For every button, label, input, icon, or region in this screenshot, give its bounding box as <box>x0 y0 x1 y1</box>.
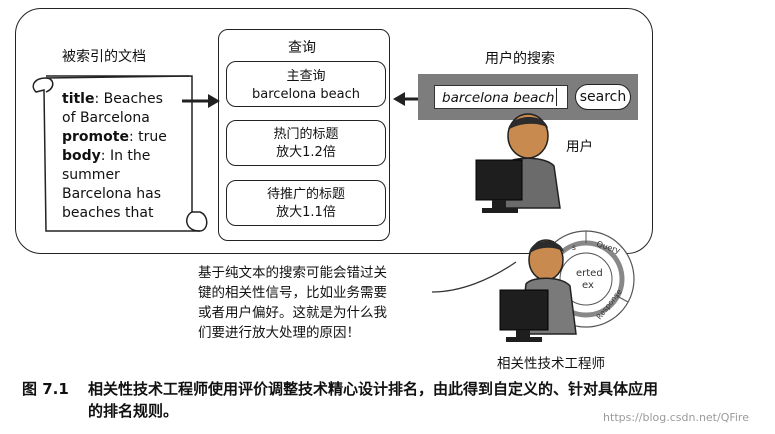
text-cursor <box>556 88 557 106</box>
main-query-text: barcelona beach <box>252 87 360 102</box>
promote-title-label: 待推广的标题 <box>266 187 345 202</box>
pipeline-frame <box>15 8 653 254</box>
doc-line: promote: true <box>62 129 167 145</box>
doc-line: of Barcelona <box>62 110 150 126</box>
promote-title-boost: 放大1.1倍 <box>276 205 336 220</box>
note-line: 基于纯文本的搜索可能会错过关 <box>198 265 387 281</box>
popular-title-boost-box: 热门的标题 放大1.2倍 <box>226 120 386 166</box>
note-line: 或者用户偏好。这就是为什么我 <box>198 305 387 321</box>
doc-column-title: 被索引的文档 <box>62 49 146 65</box>
explanation-note: 基于纯文本的搜索可能会错过关 键的相关性信号，比如业务需要 或者用户偏好。这就是… <box>198 263 430 343</box>
relevance-engineer-icon: Query erted ex Response s <box>499 230 635 342</box>
engineer-label: 相关性技术工程师 <box>497 356 605 372</box>
note-line: 键的相关性信号，比如业务需要 <box>198 285 387 301</box>
scroll-document-icon <box>32 75 208 232</box>
wheel-label-index: ex <box>582 280 594 291</box>
document-content: title: Beaches of Barcelona promote: tru… <box>62 90 184 218</box>
query-panel <box>218 29 390 241</box>
search-button[interactable]: search <box>575 84 631 110</box>
watermark: https://blog.csdn.net/QFire <box>603 411 749 424</box>
callout-pointer <box>431 261 517 293</box>
search-input[interactable]: barcelona beach <box>434 85 568 109</box>
caption-line-2: 的排名规则。 <box>88 402 179 420</box>
arrow-right-icon <box>182 94 220 108</box>
main-query-label: 主查询 <box>286 69 326 84</box>
query-column-title: 查询 <box>288 40 316 56</box>
user-at-computer-icon <box>475 113 561 213</box>
wheel-label-s: s <box>572 243 576 252</box>
promote-title-boost-box: 待推广的标题 放大1.1倍 <box>226 180 386 226</box>
doc-line: Barcelona has <box>62 186 162 202</box>
popular-title-boost: 放大1.2倍 <box>276 145 336 160</box>
doc-line: body: In the <box>62 148 151 164</box>
user-label: 用户 <box>566 139 593 155</box>
note-line: 们要进行放大处理的原因！ <box>198 325 360 341</box>
popular-title-label: 热门的标题 <box>273 127 339 142</box>
doc-line: summer <box>62 167 120 183</box>
doc-line: beaches that <box>62 205 154 218</box>
doc-line: title: Beaches <box>62 91 163 107</box>
figure-number: 图 7.1 <box>22 380 69 398</box>
user-column-title: 用户的搜索 <box>485 51 555 67</box>
main-query-box: 主查询 barcelona beach <box>226 61 386 107</box>
wheel-label-inverted: erted <box>576 268 603 279</box>
